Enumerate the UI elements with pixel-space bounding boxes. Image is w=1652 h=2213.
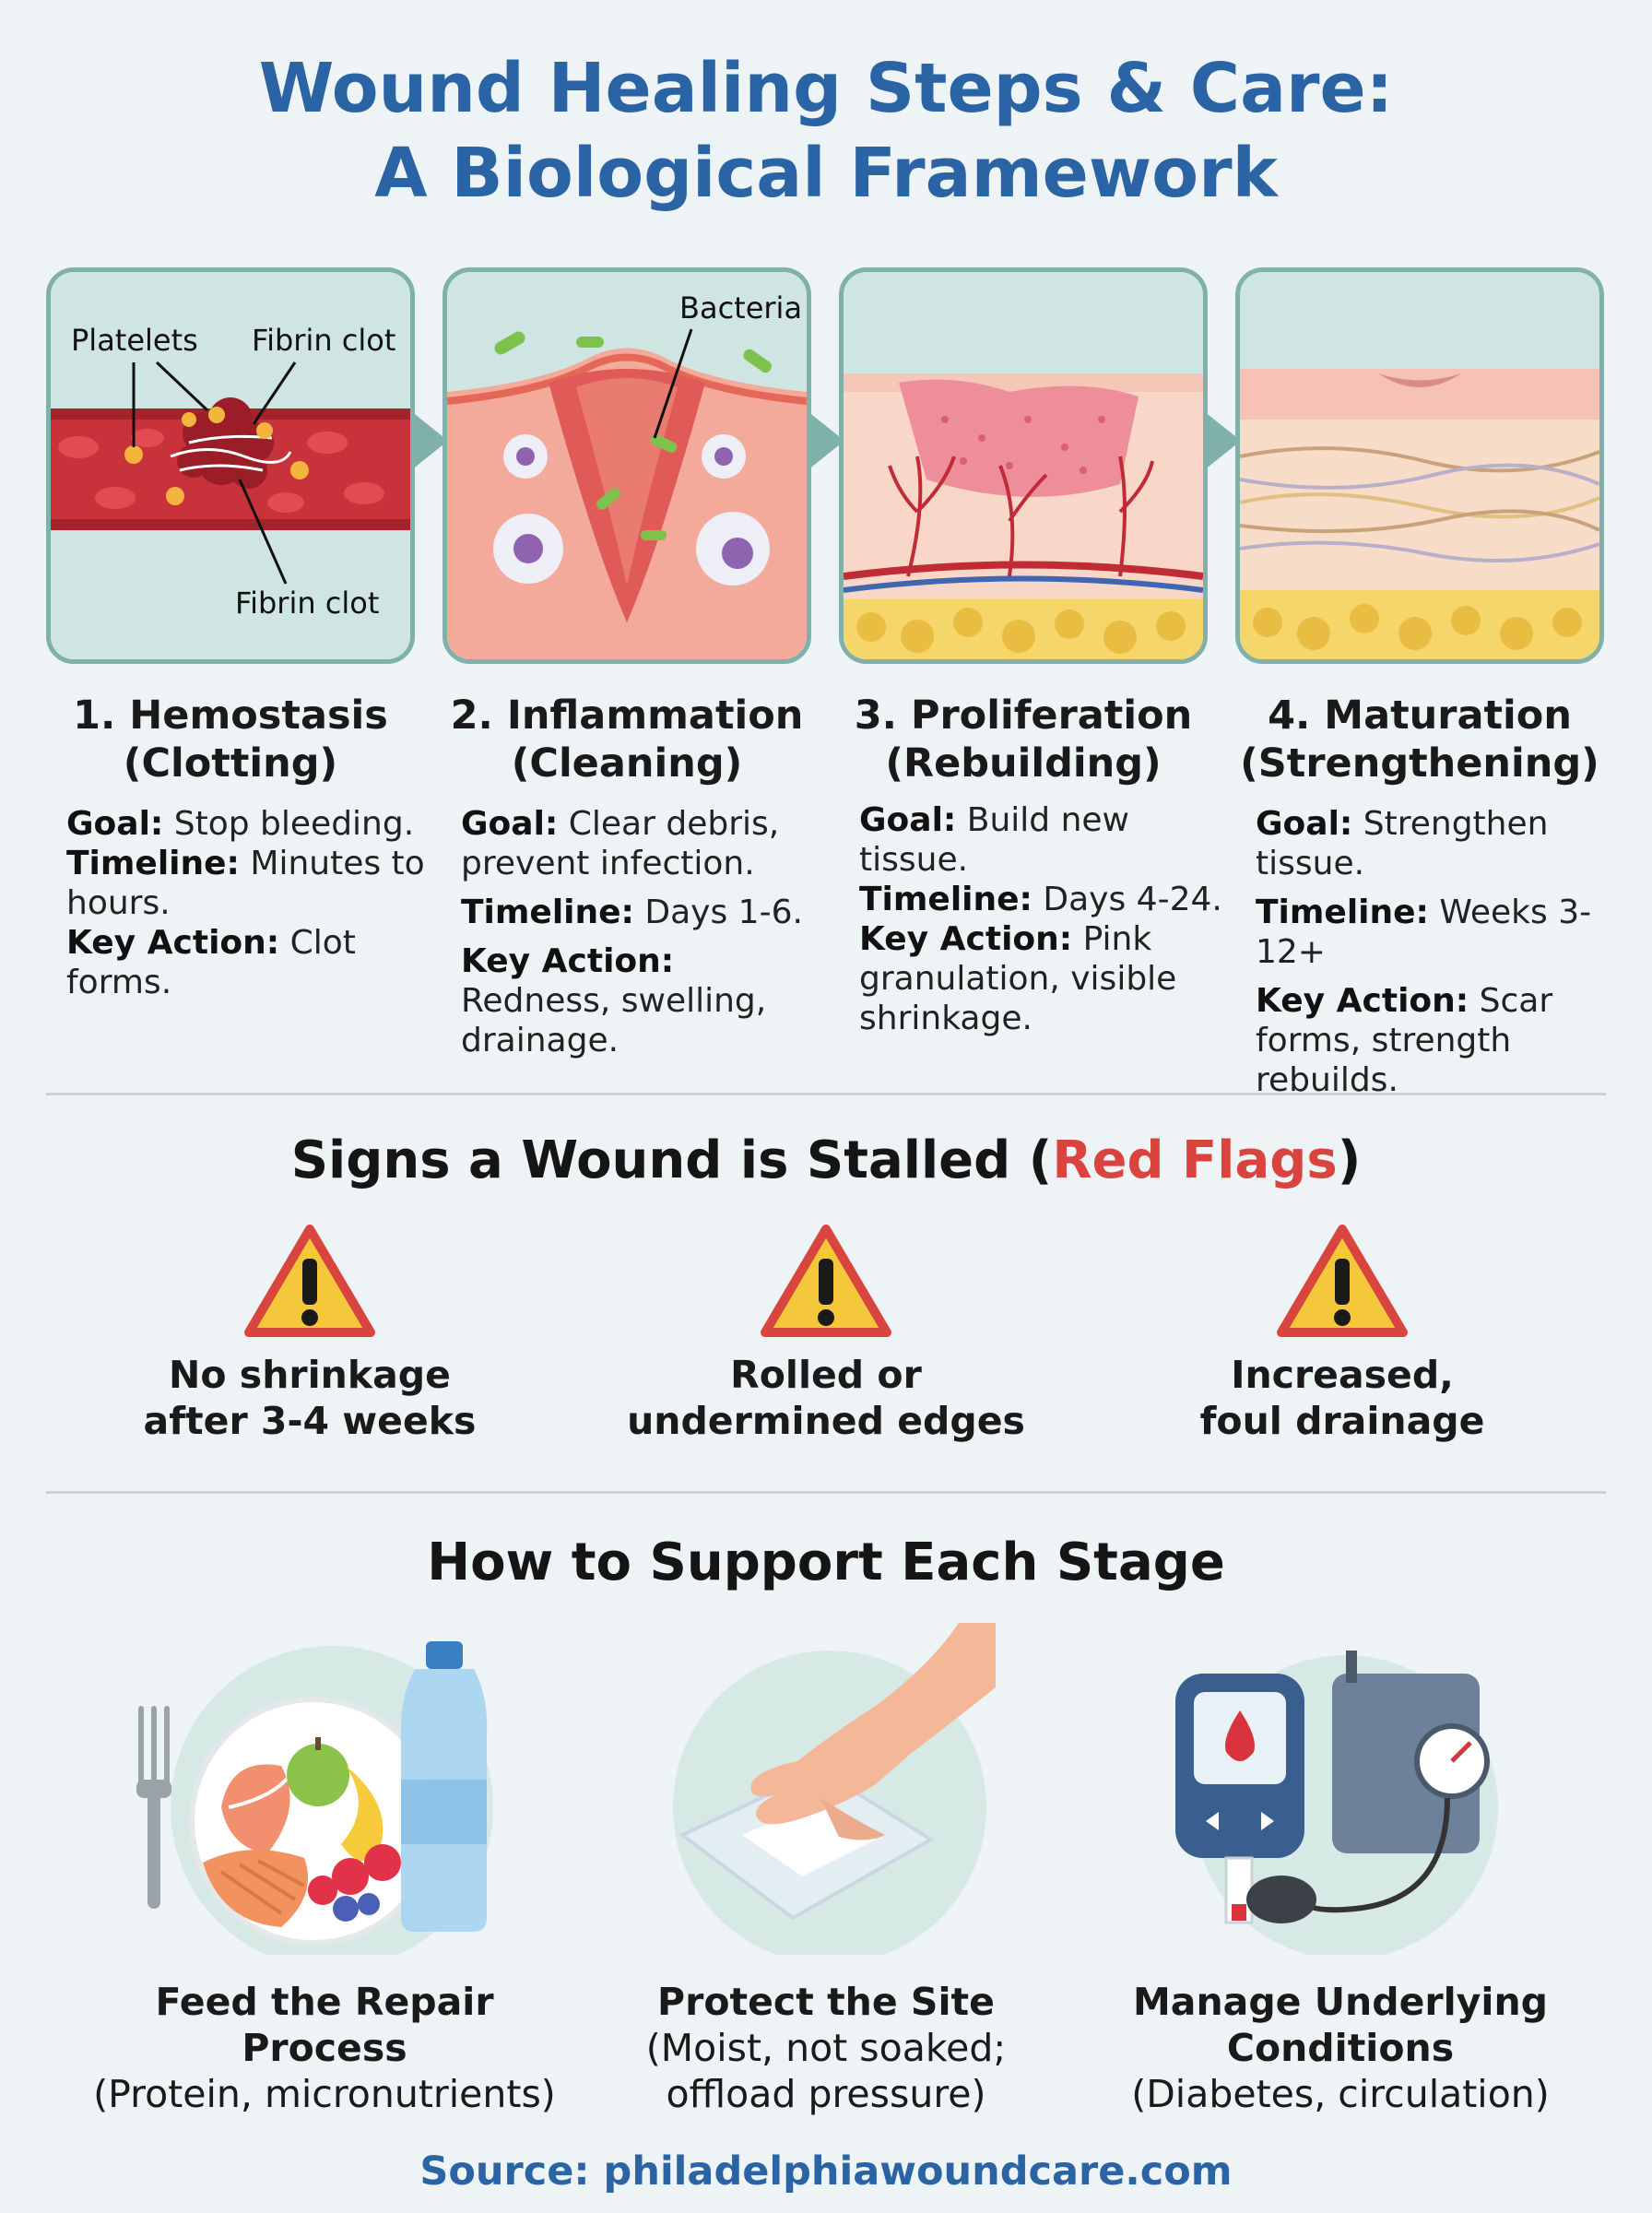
arrow-right-icon <box>411 411 448 470</box>
support-protect-site: Protect the Site (Moist, not soaked; off… <box>645 1980 1007 2116</box>
hemostasis-illustration: Platelets Fibrin clot Fibrin clot <box>46 267 415 664</box>
warning-icon <box>761 1225 891 1337</box>
stage-4-title: 4. Maturation (Strengthening) <box>1240 692 1599 787</box>
nutrition-plate-illustration <box>136 1641 493 1955</box>
warning-icon <box>244 1225 375 1337</box>
page-title-line-1: Wound Healing Steps & Care: <box>258 49 1394 128</box>
stage-3-details: Goal: Build new tissue. Timeline: Days 4… <box>859 801 1222 1037</box>
maturation-illustration <box>1235 267 1604 664</box>
section-divider <box>46 1093 1606 1095</box>
stage-1-title: 1. Hemostasis (Clotting) <box>73 692 388 787</box>
stage-1-details: Goal: Stop bleeding. Timeline: Minutes t… <box>66 805 425 1001</box>
warning-icon <box>1277 1225 1408 1337</box>
protect-site-illustration <box>673 1623 996 1955</box>
support-nutrition: Feed the Repair Process (Protein, micron… <box>93 1980 556 2116</box>
bacteria-label: Bacteria <box>679 290 802 325</box>
support-title: How to Support Each Stage <box>427 1533 1225 1592</box>
stage-4-details: Goal: Strengthen tissue. Timeline: Weeks… <box>1256 805 1592 1099</box>
stage-3-title: 3. Proliferation (Rebuilding) <box>854 692 1193 787</box>
red-flags-title: Signs a Wound is Stalled (Red Flags) <box>290 1130 1362 1190</box>
stage-2-details: Goal: Clear debris, prevent infection. T… <box>461 805 803 1059</box>
fibrin-clot-label-bottom: Fibrin clot <box>235 586 379 621</box>
stage-2-title: 2. Inflammation (Cleaning) <box>450 692 804 787</box>
page-title-line-2: A Biological Framework <box>374 134 1278 213</box>
glucose-meter-and-bp-cuff-illustration <box>1175 1651 1498 1955</box>
red-flag-3: Increased,foul drainage <box>1199 1353 1485 1443</box>
section-divider <box>46 1491 1606 1494</box>
source-credit: Source: philadelphiawoundcare.com <box>419 2148 1233 2195</box>
fibrin-clot-label-top: Fibrin clot <box>252 323 395 358</box>
inflammation-illustration: Bacteria <box>442 267 811 664</box>
support-underlying-conditions: Manage Underlying Conditions (Diabetes, … <box>1131 1980 1550 2116</box>
arrow-right-icon <box>808 411 844 470</box>
proliferation-illustration <box>839 267 1208 664</box>
arrow-right-icon <box>1204 411 1241 470</box>
platelets-label: Platelets <box>71 323 198 358</box>
